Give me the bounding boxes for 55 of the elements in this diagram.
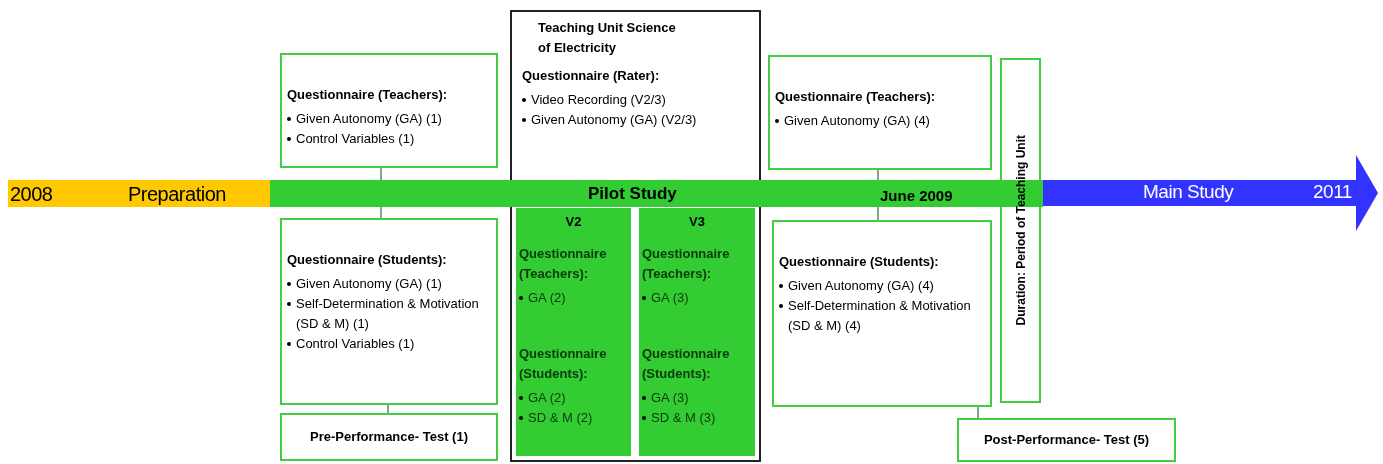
questionnaire-heading: Questionnaire (Students): [287,251,448,269]
connector-line [877,169,879,181]
questionnaire-heading: Questionnaire (Teachers): [519,244,608,283]
test-label: Post-Performance- Test (5) [983,431,1150,450]
list-item: Video Recording (V2/3) [531,91,666,109]
list-item: Given Autonomy (GA) (4) [788,277,934,295]
list-item: GA (3) [651,288,689,307]
version-panel [516,208,631,456]
list-item: Self-Determination & Motivation (SD & M) (4) [788,297,972,335]
questionnaire-box [280,218,498,405]
list-item: Control Variables (1) [296,335,415,353]
list-item: Given Autonomy (GA) (1) [296,275,442,293]
version-panel [639,208,755,456]
connector-line [877,206,879,221]
questionnaire-heading: Questionnaire (Rater): [522,67,661,85]
list-item: Self-Determination & Motivation (SD & M) (1) [296,295,480,333]
connector-line [380,167,382,181]
questionnaire-box [772,220,992,407]
questionnaire-heading: Questionnaire (Teachers): [642,244,731,283]
period-box [1000,58,1041,403]
list-item: GA (3) [651,388,689,407]
list-item: SD & M (3) [651,408,716,427]
questionnaire-box [280,53,498,168]
period-label: Duration: Period of Teaching Unit [1012,135,1029,326]
list-item: Given Autonomy (GA) (4) [784,112,930,130]
version-heading: V3 [688,213,706,231]
year-label: 2011 [1313,180,1352,204]
test-box [957,418,1176,462]
phase-label: Preparation [128,181,226,207]
connector-line [387,404,389,414]
list-item: Given Autonomy (GA) (V2/3) [531,111,697,129]
teaching-unit-box [510,10,761,462]
version-heading: V2 [564,213,583,231]
connector-line [380,206,382,219]
questionnaire-heading: Questionnaire (Teachers): [775,88,937,106]
timeline-segment [8,180,270,207]
questionnaire-heading: Questionnaire (Students): [779,253,940,271]
list-item: Control Variables (1) [296,130,415,148]
year-label: 2008 [10,181,53,207]
list-item: SD & M (2) [528,408,593,427]
questionnaire-box [768,55,992,170]
questionnaire-heading: Questionnaire (Students): [519,344,608,383]
list-item: Given Autonomy (GA) (1) [296,110,442,128]
phase-label: Pilot Study [588,182,677,205]
phase-label: Main Study [1143,180,1234,204]
date-label: June 2009 [880,186,953,206]
questionnaire-heading: Questionnaire (Teachers): [287,86,449,104]
test-box [280,413,498,461]
list-item: GA (2) [528,388,566,407]
timeline-arrow [1043,155,1378,231]
connector-line [977,406,979,419]
unit-title: Teaching Unit Science of Electricity [538,19,677,57]
questionnaire-heading: Questionnaire (Students): [642,344,731,383]
test-label: Pre-Performance- Test (1) [310,428,468,447]
list-item: GA (2) [528,288,566,307]
